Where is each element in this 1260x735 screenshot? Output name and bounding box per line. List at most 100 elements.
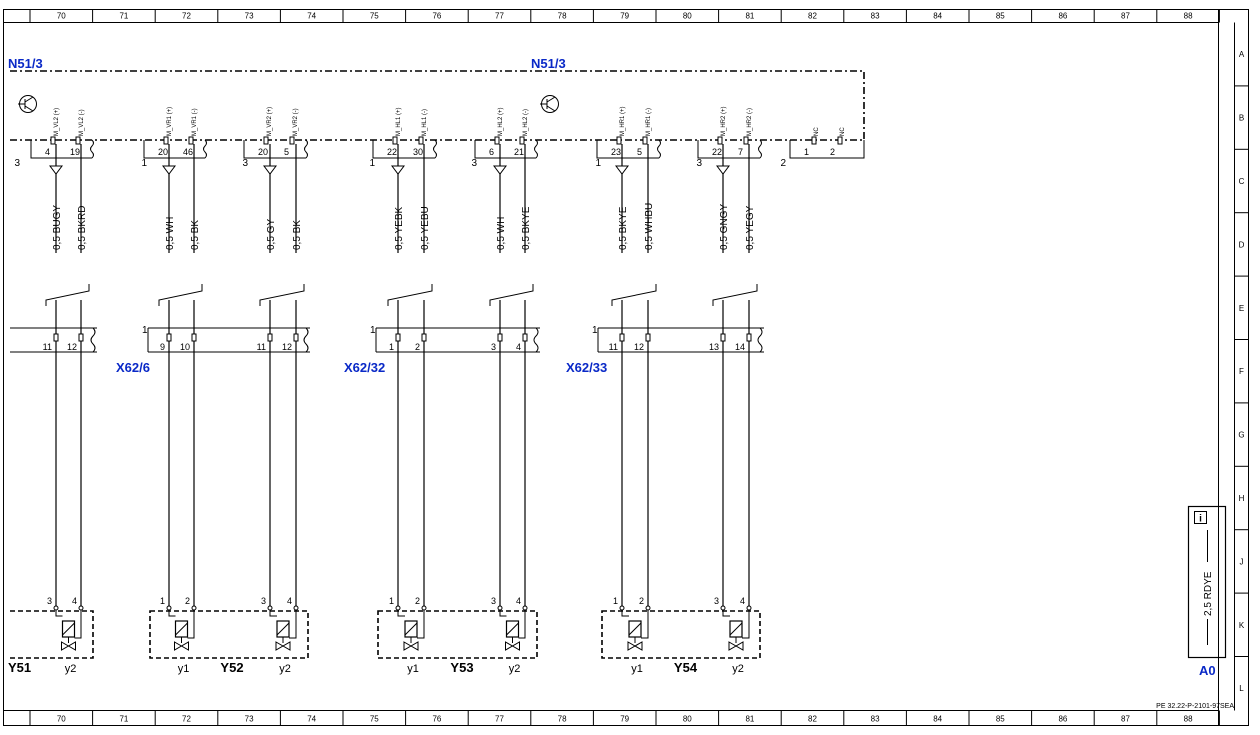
pin-socket bbox=[166, 333, 172, 342]
terminal bbox=[720, 605, 726, 611]
column-number: 86 bbox=[1058, 12, 1067, 21]
ecu-pin-number: 20 bbox=[158, 147, 168, 157]
valve-outline bbox=[10, 610, 94, 659]
coil-lead bbox=[518, 610, 526, 639]
connector-pin-number: 12 bbox=[282, 342, 292, 352]
column-number: 75 bbox=[370, 12, 379, 21]
column-number: 81 bbox=[745, 12, 754, 21]
pin-socket bbox=[75, 136, 81, 145]
coil-lead bbox=[397, 610, 405, 617]
twisted-pair-mark bbox=[259, 284, 305, 306]
twisted-pair-mark bbox=[611, 284, 657, 306]
break-mark bbox=[758, 139, 762, 159]
pin-socket bbox=[717, 136, 723, 145]
coil-lead bbox=[168, 610, 176, 617]
ecu-pin-label: M_HR1 (+) bbox=[620, 106, 626, 136]
ecu-pin-group: 36M_HL2 (+)21M_HL2 (-) bbox=[471, 107, 538, 169]
twisted-pair-mark bbox=[489, 284, 534, 306]
valve-unit-name: y2 bbox=[65, 663, 77, 675]
ecu-pin-number: 5 bbox=[637, 147, 642, 157]
ecu-side-number: 1 bbox=[369, 158, 375, 169]
pin-socket bbox=[267, 333, 273, 342]
coil-diagonal bbox=[175, 622, 188, 636]
column-number: 73 bbox=[245, 12, 254, 21]
terminal bbox=[166, 605, 172, 611]
info-icon: i bbox=[1194, 511, 1207, 525]
coil-diagonal bbox=[62, 622, 75, 636]
twisted-pair-mark bbox=[45, 284, 90, 306]
connector-pin-number: 4 bbox=[516, 342, 521, 352]
coil-lead bbox=[621, 610, 629, 617]
pin-bracket bbox=[143, 140, 205, 159]
connector-label: X62/6 bbox=[116, 360, 150, 375]
control-unit-outline bbox=[10, 70, 865, 141]
ecu-pin-number: 23 bbox=[611, 147, 621, 157]
wire-color-label: 0,5 GNGY bbox=[719, 204, 730, 250]
row-letter: C bbox=[1239, 177, 1245, 186]
column-number: 83 bbox=[871, 715, 880, 724]
row-letter: A bbox=[1239, 50, 1245, 59]
valve-pin-number: 4 bbox=[740, 596, 745, 606]
coil-lead bbox=[289, 610, 297, 639]
ecu-pin-label: M_HR1 (-) bbox=[646, 108, 652, 136]
valve-pin-number: 2 bbox=[415, 596, 420, 606]
pin-socket bbox=[522, 333, 528, 342]
valve-pin-number: 3 bbox=[261, 596, 266, 606]
column-number: 87 bbox=[1121, 715, 1130, 724]
valve-group-label: Y53 bbox=[450, 660, 473, 675]
column-number: 80 bbox=[683, 715, 692, 724]
wire: 0,5 WHBU bbox=[644, 144, 655, 608]
ground-triangle-icon bbox=[49, 165, 63, 175]
break-mark bbox=[433, 139, 437, 159]
column-number: 78 bbox=[558, 12, 567, 21]
terminal bbox=[619, 605, 625, 611]
ground-triangle-icon bbox=[493, 165, 507, 175]
valve-group-label: Y52 bbox=[220, 660, 243, 675]
ecu-pin-number: 6 bbox=[489, 147, 494, 157]
connector-pin-number: 12 bbox=[67, 342, 77, 352]
valve-body bbox=[275, 641, 291, 651]
ecu-pin-label: M_VR1 (+) bbox=[167, 107, 173, 136]
column-number: 70 bbox=[57, 12, 66, 21]
valve-pin-number: 2 bbox=[639, 596, 644, 606]
terminal bbox=[191, 605, 197, 611]
ecu-side-number: 3 bbox=[696, 158, 702, 169]
connector-label: X62/32 bbox=[344, 360, 385, 375]
ecu-side-number: 3 bbox=[242, 158, 248, 169]
ecu-pin-number: 19 bbox=[70, 147, 80, 157]
ecu-pin-label: M_VR1 (-) bbox=[192, 108, 198, 136]
valve-group-label: Y54 bbox=[674, 660, 698, 675]
ecu-pin-label: M_HR2 (-) bbox=[747, 108, 753, 136]
connector-pin-number: 14 bbox=[735, 342, 745, 352]
ecu-pin-number: 5 bbox=[284, 147, 289, 157]
valve-body bbox=[174, 641, 189, 651]
wire: 0,5 WH bbox=[158, 144, 203, 608]
row-letter: K bbox=[1239, 621, 1245, 630]
valve-outline bbox=[601, 610, 761, 659]
row-letter: J bbox=[1240, 557, 1244, 566]
ecu-pin-label: M_VL2 (+) bbox=[54, 108, 60, 136]
column-number: 78 bbox=[558, 715, 567, 724]
nc-side-number: 2 bbox=[780, 158, 786, 169]
valve-outline bbox=[149, 610, 309, 659]
valve-unit-name: y2 bbox=[279, 663, 291, 675]
pin-socket bbox=[78, 333, 84, 342]
break-mark bbox=[304, 139, 308, 159]
pin-socket bbox=[519, 136, 525, 145]
column-number: 84 bbox=[933, 12, 942, 21]
ecu-pin-group: 34M_VL2 (+)19M_VL2 (-) bbox=[14, 108, 94, 169]
valve-pin-number: 4 bbox=[287, 596, 292, 606]
ground-triangle-icon bbox=[162, 165, 176, 175]
